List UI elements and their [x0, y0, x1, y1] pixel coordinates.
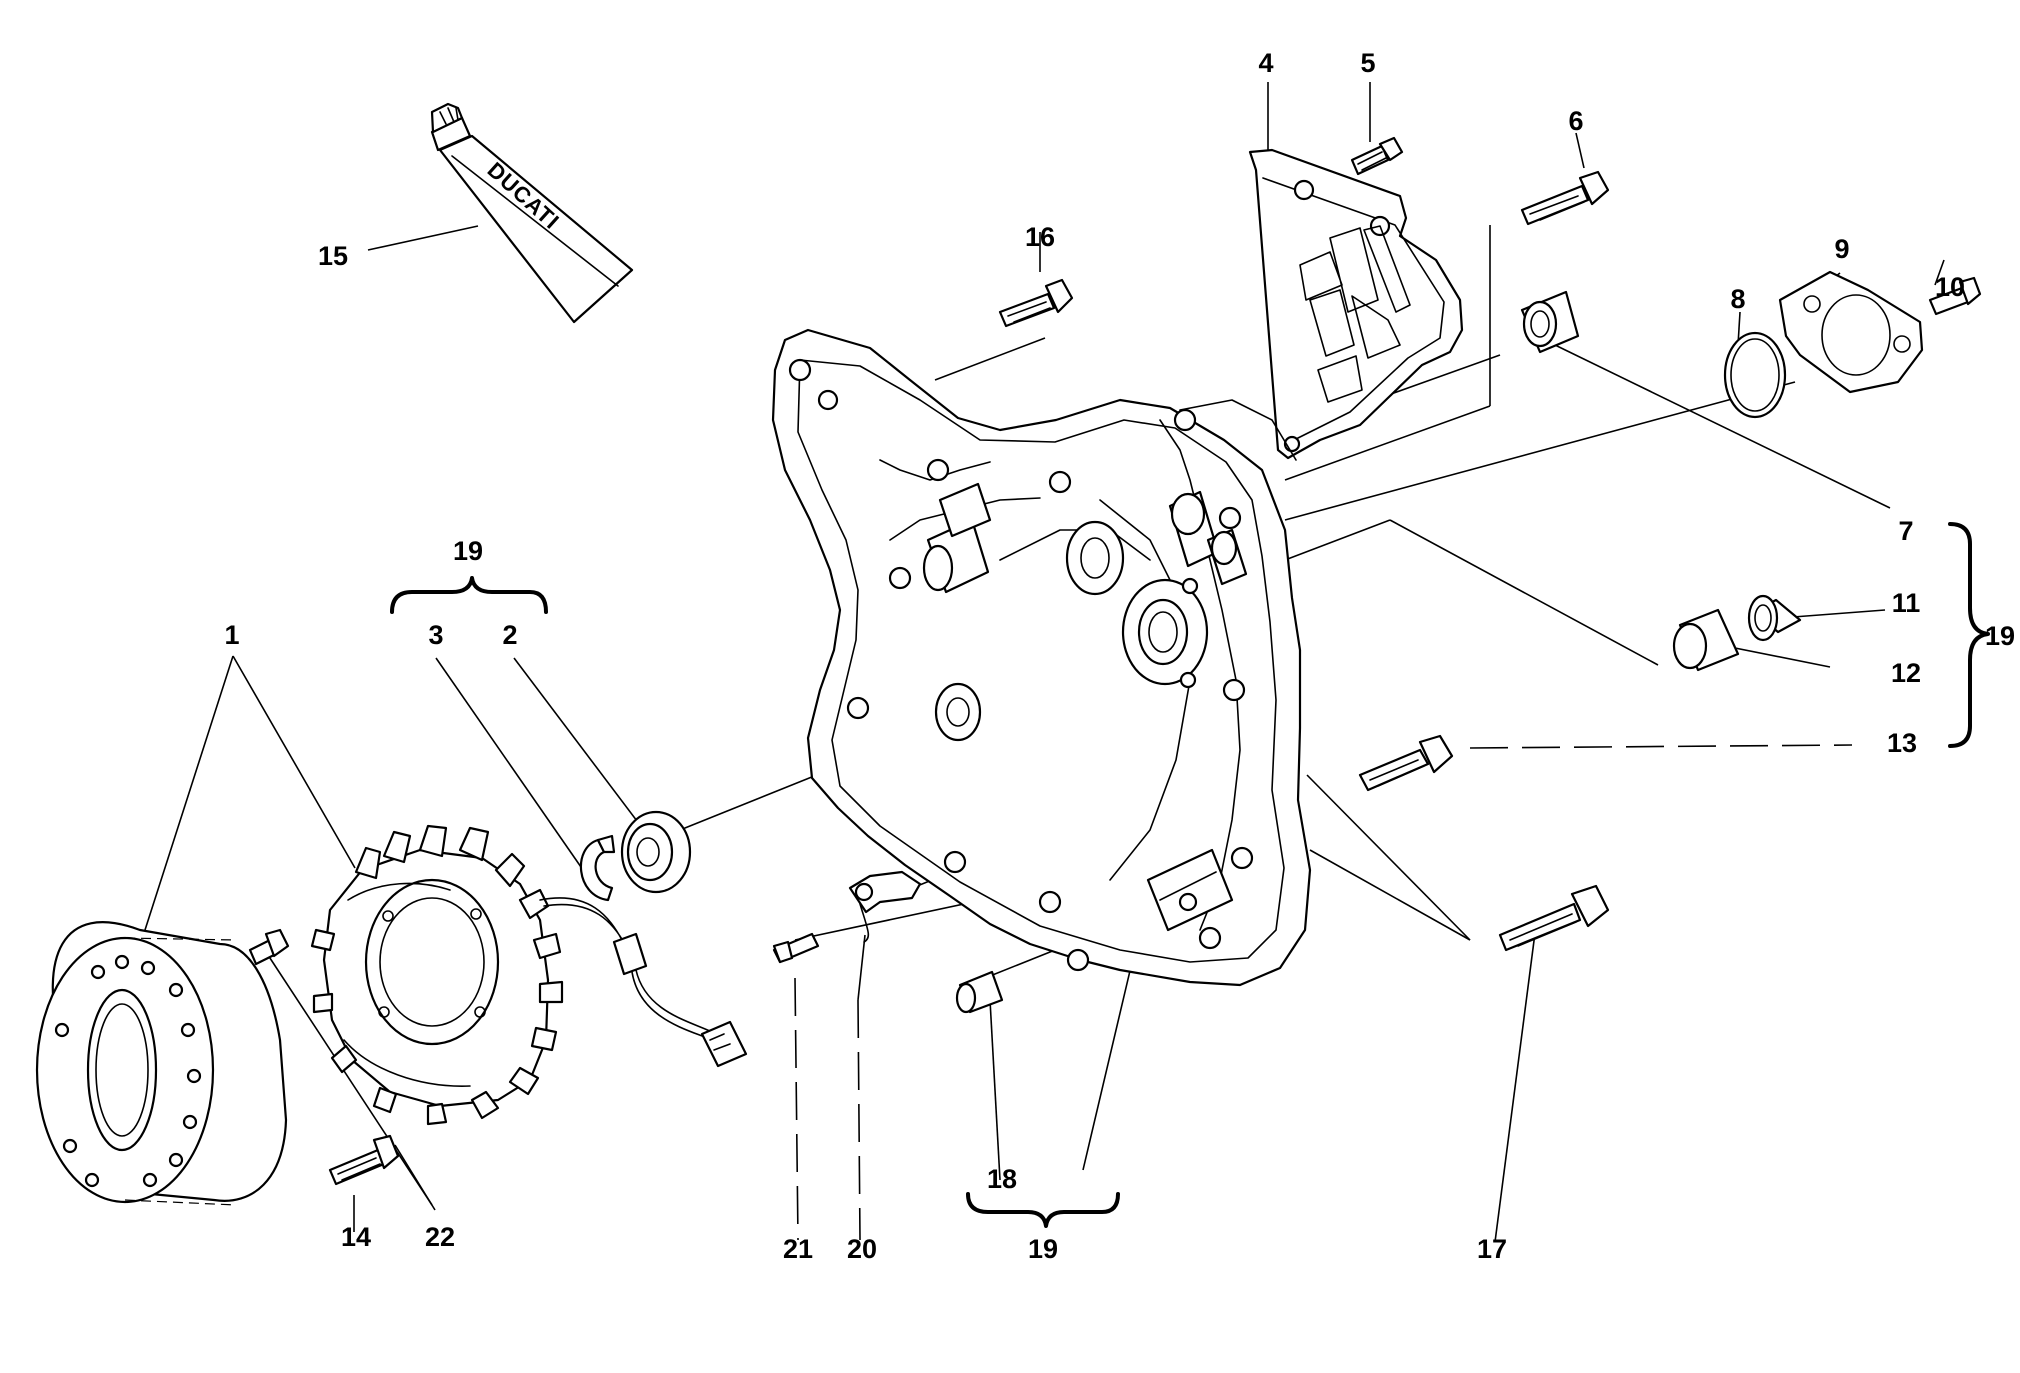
flange-screw [1928, 276, 1982, 316]
callout-16: 16 [1025, 222, 1055, 252]
callout-1: 1 [224, 620, 239, 650]
callout-19-bottom: 19 [1028, 1234, 1058, 1264]
callout-13: 13 [1887, 728, 1917, 758]
group-brace-right [1948, 522, 1990, 748]
rotor-holes [54, 954, 202, 1188]
callout-4: 4 [1258, 48, 1273, 78]
flange-cover [1778, 270, 1924, 394]
cover-bolt-top [998, 278, 1074, 328]
cover-boss-lower [934, 682, 982, 742]
bearing [620, 810, 692, 894]
stator-screw [248, 928, 290, 966]
callout-22: 22 [425, 1222, 455, 1252]
alternator-cover [771, 328, 1312, 987]
callout-18: 18 [987, 1164, 1017, 1194]
callout-21: 21 [783, 1234, 813, 1264]
callout-3: 3 [428, 620, 443, 650]
cover-rib-lower [1146, 848, 1234, 932]
callout-10: 10 [1935, 272, 1965, 302]
callout-5: 5 [1360, 48, 1375, 78]
group-brace-top [390, 576, 548, 614]
callout-6: 6 [1568, 106, 1583, 136]
sealant-tube: DUCATI [430, 102, 634, 324]
cover-boss-upper [1065, 520, 1125, 596]
stator [310, 824, 748, 1126]
clamp-screw [772, 932, 820, 964]
bearing-boss [1121, 577, 1209, 689]
stator-poles [310, 824, 564, 1126]
dowel-pin [955, 970, 1004, 1014]
cover-post-top [1168, 490, 1248, 586]
callout-19-top: 19 [453, 536, 483, 566]
cover-lug-left [922, 518, 990, 594]
callout-14: 14 [341, 1222, 371, 1252]
sleeve-large [1672, 608, 1740, 672]
cover-bolt-long [1498, 884, 1610, 952]
callout-20: 20 [847, 1234, 877, 1264]
cover-lug-mid [938, 482, 992, 538]
callout-9: 9 [1834, 234, 1849, 264]
callout-15: 15 [318, 241, 348, 271]
cover-bolt-upper [1520, 170, 1610, 226]
wire-clamp [848, 870, 922, 943]
callout-19-right: 19 [1985, 621, 2015, 651]
callout-7: 7 [1898, 516, 1913, 546]
circlip [579, 834, 616, 902]
bushing [1520, 290, 1580, 354]
callout-12: 12 [1891, 658, 1921, 688]
flywheel-rotor [35, 921, 288, 1206]
callout-labels: 4 5 6 9 8 10 16 15 7 11 12 13 19 19 3 2 … [224, 48, 2015, 1264]
stator-wire [539, 897, 748, 1068]
group-brace-bottom [966, 1192, 1120, 1228]
callout-8: 8 [1730, 284, 1745, 314]
o-ring [1723, 331, 1787, 419]
sprocket-cover-plate [1248, 148, 1464, 460]
callout-17: 17 [1477, 1234, 1507, 1264]
callout-2: 2 [502, 620, 517, 650]
cover-bolt-right [1358, 734, 1454, 792]
callout-11: 11 [1892, 588, 1921, 618]
cover-plate-screw [1350, 136, 1404, 176]
sleeve-small [1747, 594, 1802, 642]
rotor-screw [328, 1134, 400, 1186]
